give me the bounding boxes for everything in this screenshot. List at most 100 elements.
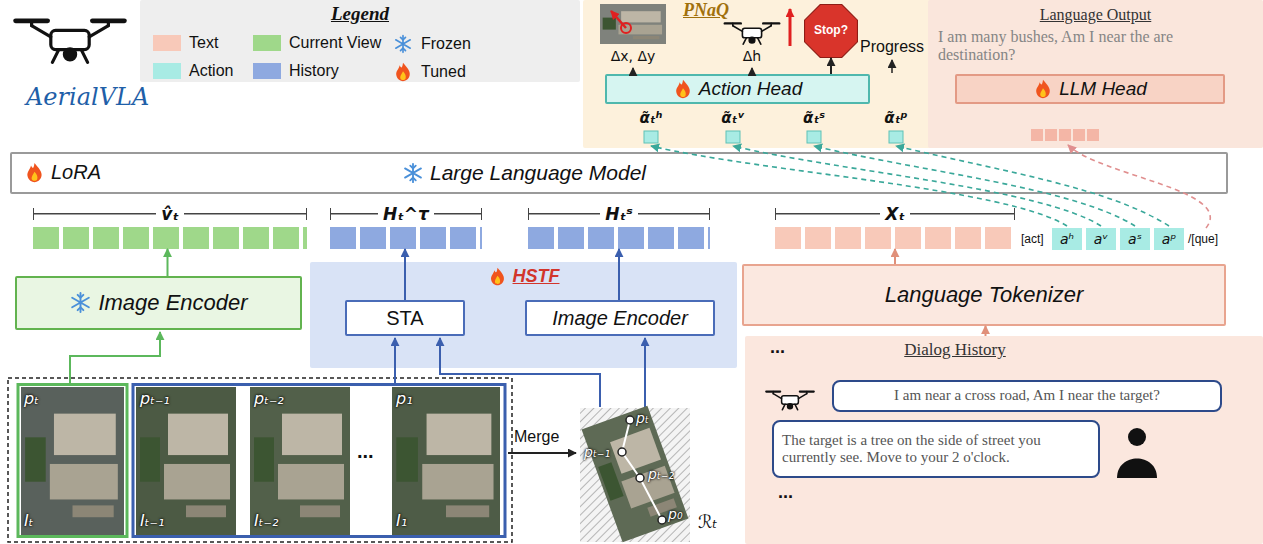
stop-octagon (805, 5, 858, 58)
legend-text: Frozen (421, 35, 471, 53)
arrow (70, 332, 160, 383)
text-token (1031, 129, 1043, 141)
text-holder: Dialog History (855, 340, 1055, 360)
label-holder: /[que] (1188, 233, 1218, 247)
legend-swatch (153, 35, 181, 51)
token-link (651, 146, 1067, 226)
fire-icon (673, 79, 693, 99)
legend-entry: Text (153, 34, 218, 52)
image-encoder: Image Encoder (525, 300, 715, 336)
label-holder: pₜ (636, 410, 649, 426)
token-row: v̂ₜ (33, 205, 307, 249)
heading-arrow (611, 11, 626, 28)
label: Iₜ₋₁ (140, 512, 164, 530)
drone-icon (762, 26, 772, 32)
text-holder: Image Encoder (527, 302, 713, 334)
drone-icon (782, 404, 785, 410)
text-holder: LLM Head (957, 76, 1223, 102)
output-text: Large Language Model (430, 161, 646, 185)
panel-title: Legend (331, 3, 389, 25)
label: Merge (514, 428, 559, 446)
text-holder: Image Encoder (17, 278, 300, 328)
merged-map (582, 406, 689, 543)
label: /[que] (1188, 233, 1218, 247)
text-holder: Hₜ^τ (330, 205, 482, 223)
stop-sign: Stop? (804, 4, 858, 58)
text-holder: STA (347, 302, 463, 334)
label-holder: Progress (860, 38, 924, 56)
pnaq-panel: Stop?Action HeadLLM HeadLanguage OutputI… (583, 0, 1263, 148)
token-row: Hₜˢ (528, 205, 710, 249)
drone-icon (733, 26, 743, 32)
drone-icon (800, 391, 814, 393)
aerial-photo (600, 4, 666, 44)
drone-icon (766, 392, 814, 410)
arrow (751, 68, 753, 73)
llm-head: LLM Head (955, 74, 1225, 104)
drone-icon (742, 28, 761, 38)
node-text: Image Encoder (552, 307, 688, 330)
label: ℛₜ (698, 512, 718, 533)
label-holder: α̃ₜᵛ (713, 110, 753, 127)
text-token (1087, 129, 1099, 141)
label-holder: pₜ₋₂ (254, 390, 284, 408)
drone-icon (52, 50, 58, 63)
text-holder: Language Tokenizer (885, 282, 1084, 307)
sta-module: STA (345, 300, 465, 336)
panel-title: PNaQ (683, 0, 729, 21)
connector (167, 249, 169, 276)
legend-swatch (253, 35, 281, 51)
aerial-photo (164, 464, 230, 500)
legend-text: History (289, 62, 339, 80)
aerial-photo (610, 428, 661, 474)
drone-icon (770, 23, 772, 25)
label: ... (357, 440, 374, 463)
text-holder: PNaQ (683, 0, 729, 21)
legend-entry: Current View (253, 34, 381, 52)
drone-icon (51, 30, 89, 49)
target-mark (621, 23, 631, 33)
arrow (440, 338, 600, 407)
drone-icon (782, 396, 799, 404)
text-holder: Stop? (804, 4, 858, 58)
language-output-panel: LLM HeadLanguage OutputI am many bushes,… (928, 0, 1263, 148)
label-holder: Merge (514, 428, 559, 446)
label: α̃ₜʰ (640, 110, 663, 127)
node-text: Stop? (814, 24, 848, 38)
label: Iₜ₋₂ (254, 512, 278, 530)
aerial-photo (73, 505, 114, 517)
label: Iₜ (24, 512, 33, 530)
label-holder: Δx, Δy (598, 48, 668, 64)
connector (404, 249, 406, 300)
label: aᵖ (1162, 231, 1177, 247)
label: I₁ (396, 512, 407, 530)
drone-icon (107, 21, 110, 26)
aerial-photo (603, 18, 616, 30)
action-token (726, 131, 740, 143)
text-holder: Legend (140, 3, 580, 25)
fire-icon (488, 267, 507, 286)
text-holder: LoRA (24, 161, 101, 184)
label-holder: pₜ (24, 390, 39, 408)
waypoint (636, 474, 644, 482)
label: Δh (743, 48, 761, 64)
text-holder: Stop? (814, 24, 848, 38)
label: Δx, Δy (611, 48, 656, 64)
drone-icon (798, 394, 806, 399)
arrow (891, 60, 893, 73)
fire-icon (396, 63, 410, 81)
token-squares (33, 227, 307, 249)
label: ... (778, 482, 793, 503)
token-squares (775, 227, 1015, 249)
legend-entry: History (253, 62, 339, 80)
text-holder: Large Language Model (402, 161, 646, 185)
token-row: Hₜ^τ (330, 205, 482, 249)
text-holder: Hₜˢ (528, 205, 710, 223)
legend-entry: Tuned (393, 62, 466, 82)
history-frame (133, 385, 505, 537)
snow-icon (73, 293, 90, 312)
label-holder: pₜ₋₂ (648, 466, 674, 482)
text-holder: Action Head (607, 76, 868, 102)
panel-title: Language Output (1040, 6, 1152, 24)
drone-icon (772, 392, 774, 394)
